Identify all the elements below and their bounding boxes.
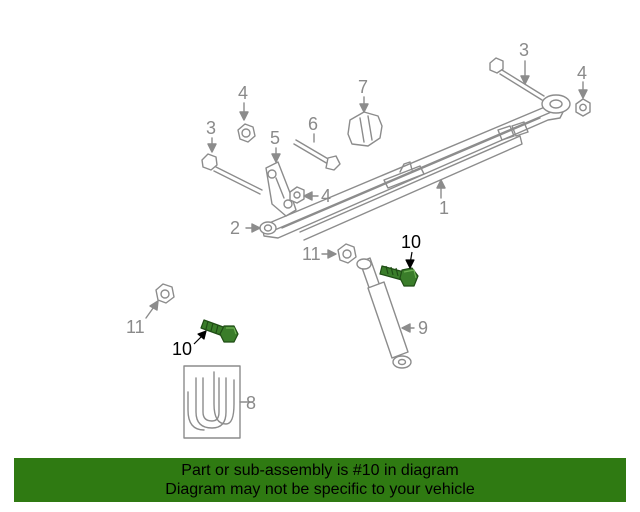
callout-4-top: 4 bbox=[238, 83, 248, 103]
callout-3-rear: 3 bbox=[519, 40, 529, 60]
shock-absorber bbox=[356, 257, 412, 369]
callout-10-upper: 10 bbox=[401, 232, 421, 252]
spring-bolt-front bbox=[201, 153, 263, 195]
callout-1: 1 bbox=[439, 198, 449, 218]
callout-3-front: 3 bbox=[206, 118, 216, 138]
callout-10-lower: 10 bbox=[172, 339, 192, 359]
shock-bolt-lower bbox=[200, 319, 239, 343]
u-bolt-kit bbox=[183, 365, 241, 439]
shock-nut-upper bbox=[337, 243, 357, 264]
highlighted-bolts bbox=[193, 251, 419, 345]
spring-bolt-rear bbox=[489, 57, 545, 101]
callout-4-rear: 4 bbox=[577, 63, 587, 83]
banner-line-part: Part or sub-assembly is #10 in diagram bbox=[181, 462, 459, 479]
shock-bolt-upper bbox=[379, 265, 419, 287]
shackle-nut bbox=[237, 123, 256, 143]
info-banner: Part or sub-assembly is #10 in diagram D… bbox=[14, 458, 626, 502]
callout-2: 2 bbox=[230, 218, 240, 238]
banner-line-disclaimer: Diagram may not be specific to your vehi… bbox=[165, 481, 475, 498]
callout-11-lower: 11 bbox=[126, 317, 145, 337]
spring-bracket bbox=[347, 111, 383, 147]
shackle-bolt bbox=[293, 139, 341, 171]
spring-shackle bbox=[265, 161, 297, 217]
leader-lines bbox=[145, 60, 588, 403]
callout-6: 6 bbox=[308, 114, 318, 134]
callout-11-upper: 11 bbox=[302, 244, 321, 264]
nut-rear bbox=[575, 98, 591, 117]
callout-5: 5 bbox=[270, 128, 280, 148]
parts-diagram: 1 2 3 3 4 4 4 5 6 7 8 9 10 10 11 11 bbox=[126, 40, 591, 439]
leaf-spring bbox=[259, 94, 571, 241]
callout-9: 9 bbox=[418, 318, 428, 338]
callout-4-shackle: 4 bbox=[321, 186, 331, 206]
callout-8: 8 bbox=[246, 393, 256, 413]
shackle-nut-lower bbox=[289, 186, 305, 204]
callout-7: 7 bbox=[358, 77, 368, 97]
shock-nut-lower bbox=[155, 283, 175, 304]
